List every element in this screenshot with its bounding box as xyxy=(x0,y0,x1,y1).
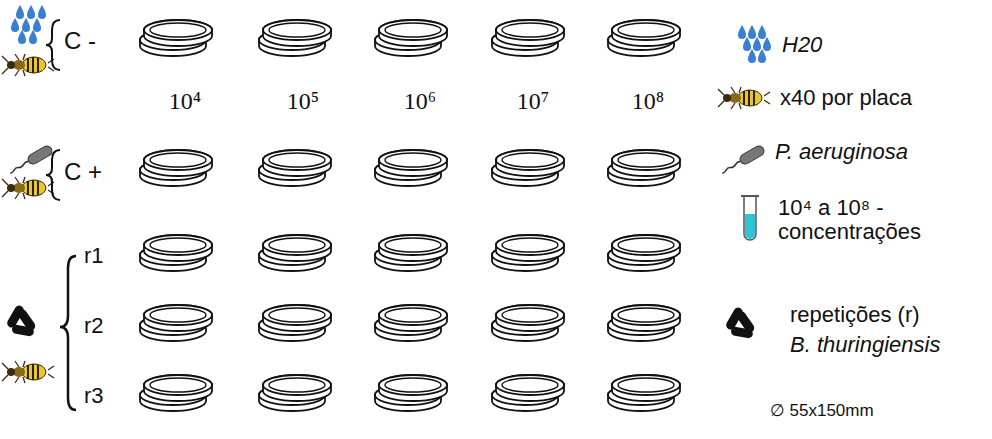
bracket xyxy=(46,150,60,200)
bacterium-icon xyxy=(7,144,54,177)
petri-dish xyxy=(492,375,564,411)
petri-dish xyxy=(140,375,212,411)
petri-dish xyxy=(608,235,680,271)
petri-dish xyxy=(140,305,212,341)
petri-dish xyxy=(492,305,564,341)
petri-dish xyxy=(492,20,564,56)
group-label: C - xyxy=(64,28,96,54)
concentration-label: 10⁴ xyxy=(169,88,201,114)
legend-text: repetições (r) xyxy=(790,303,920,327)
petri-dish xyxy=(492,150,564,186)
petri-dish xyxy=(608,20,680,56)
petri-dish xyxy=(140,150,212,186)
bacteria-icon xyxy=(6,304,37,337)
petri-dish xyxy=(375,20,447,56)
petri-dish xyxy=(259,305,331,341)
test-tube xyxy=(741,196,759,240)
legend-text: H20 xyxy=(782,33,822,57)
petri-dishes xyxy=(140,20,680,411)
bracket xyxy=(46,20,60,70)
water-drops xyxy=(11,5,46,44)
bacteria-icon xyxy=(725,306,756,339)
water-drops xyxy=(738,25,771,63)
petri-dish xyxy=(140,20,212,56)
repetition-label: r1 xyxy=(84,244,104,268)
petri-dish xyxy=(259,375,331,411)
concentration-label: 10⁸ xyxy=(632,88,664,114)
concentration-label: 10⁶ xyxy=(404,88,436,114)
petri-dish xyxy=(608,375,680,411)
petri-dish xyxy=(375,305,447,341)
legend-text: x40 por placa xyxy=(780,86,912,110)
petri-dish xyxy=(492,235,564,271)
dimension-label: ∅ 55x150mm xyxy=(770,402,874,421)
petri-dish xyxy=(375,150,447,186)
petri-dish xyxy=(608,305,680,341)
insect-icon xyxy=(2,361,54,383)
petri-dish xyxy=(259,20,331,56)
bracket xyxy=(60,256,76,410)
insect-icon xyxy=(718,87,770,109)
petri-dish xyxy=(259,235,331,271)
repetition-label: r2 xyxy=(84,314,104,338)
petri-dish xyxy=(375,375,447,411)
group-label: C + xyxy=(64,159,102,185)
petri-dish xyxy=(608,150,680,186)
legend-text: P. aeruginosa xyxy=(775,140,908,164)
bacterium-icon xyxy=(719,144,766,177)
legend-text: 10⁴ a 10⁸ - concentrações xyxy=(778,196,938,244)
repetition-label: r3 xyxy=(84,384,104,408)
petri-dish xyxy=(259,150,331,186)
petri-dish xyxy=(375,235,447,271)
legend-text: B. thuringiensis xyxy=(790,333,940,357)
concentration-label: 10⁵ xyxy=(287,88,319,114)
insect-icon xyxy=(2,177,54,199)
insect-icon xyxy=(2,54,54,76)
concentration-label: 10⁷ xyxy=(517,88,549,114)
petri-dish xyxy=(140,235,212,271)
